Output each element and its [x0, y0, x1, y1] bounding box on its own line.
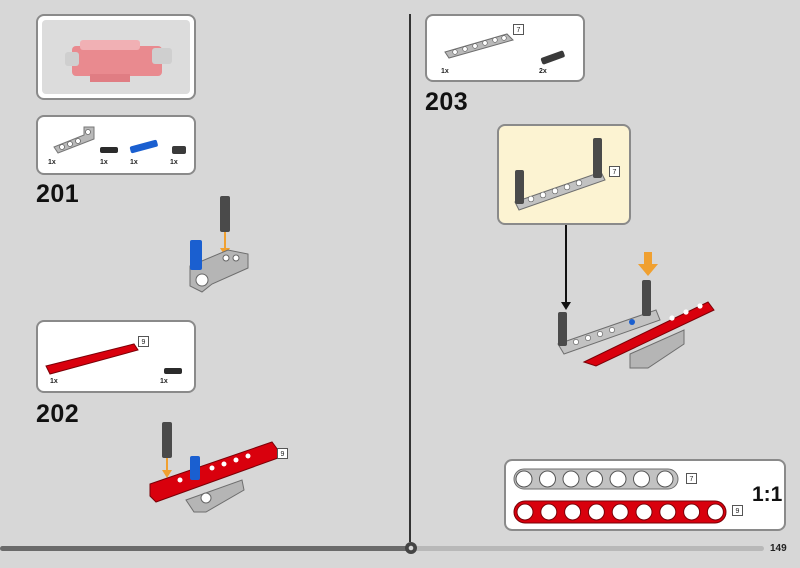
- callout-beam-with-pins: [514, 138, 606, 211]
- red-beam-scale: [513, 500, 727, 524]
- qty-label: 1x: [160, 378, 168, 385]
- qty-label: 1x: [50, 378, 58, 385]
- parts-box-201: 1x 1x 1x 1x: [36, 115, 196, 175]
- red-beam-hole: [564, 503, 582, 521]
- qty-label: 2x: [539, 68, 547, 75]
- assembly-201: [189, 196, 249, 293]
- page-number: 149: [770, 543, 787, 554]
- beam-length-badge: 9: [138, 336, 149, 347]
- progress-fill: [0, 546, 411, 551]
- red-beam-hole: [516, 503, 534, 521]
- callout-connector-line: [565, 225, 567, 305]
- step-number-202: 202: [36, 400, 80, 428]
- black-connector-part: [540, 50, 565, 65]
- qty-label: 1x: [130, 159, 138, 166]
- scale-panel: 7 9 1:1: [504, 459, 786, 531]
- red-beam-hole: [611, 503, 629, 521]
- callout-length-badge: 7: [609, 166, 620, 177]
- qty-label: 1x: [170, 159, 178, 166]
- gear-icon: [405, 542, 417, 554]
- arrow-down-icon: [561, 302, 571, 310]
- gray-beam-part: [444, 33, 514, 59]
- callout-box: 7: [497, 124, 631, 225]
- gray-beam-hole: [633, 470, 650, 488]
- red-beam-hole: [540, 503, 558, 521]
- red-beam-hole: [706, 503, 724, 521]
- black-pin-part: [100, 147, 118, 153]
- model-preview-icon: [65, 40, 172, 82]
- red-beam-hole: [659, 503, 677, 521]
- gray-beam-hole: [562, 470, 580, 488]
- scale-label: 1:1: [752, 483, 783, 506]
- gray-beam-hole: [609, 470, 627, 488]
- assembly-length-badge: 9: [277, 448, 288, 459]
- red-beam-scale-length: 9: [732, 505, 743, 516]
- model-thumbnail: [36, 14, 196, 100]
- black-pin-part-2: [172, 146, 186, 154]
- gray-beam-hole: [586, 470, 603, 488]
- black-pin-part: [164, 368, 182, 374]
- page-divider: [409, 14, 411, 542]
- gray-beam-hole: [656, 470, 674, 488]
- parts-box-202: 9 1x 1x: [36, 320, 196, 393]
- gray-beam-scale-length: 7: [686, 473, 697, 484]
- step-number-203: 203: [425, 88, 469, 116]
- red-beam-hole: [587, 503, 605, 521]
- gray-beam-hole: [539, 470, 556, 488]
- angled-beam-part: [53, 126, 95, 154]
- red-beam-part: [45, 343, 139, 375]
- blue-axle-pin-part: [129, 139, 158, 154]
- red-beam-hole: [683, 503, 701, 521]
- gray-beam-scale: [513, 468, 679, 490]
- step-number-201: 201: [36, 180, 80, 208]
- qty-label: 1x: [441, 68, 449, 75]
- assembly-203: [557, 252, 715, 369]
- red-beam-hole: [635, 503, 653, 521]
- beam-length-badge: 7: [513, 24, 524, 35]
- gray-beam-hole: [515, 470, 533, 488]
- qty-label: 1x: [100, 159, 108, 166]
- assembly-202: [149, 422, 279, 513]
- parts-box-203: 7 1x 2x: [425, 14, 585, 82]
- qty-label: 1x: [48, 159, 56, 166]
